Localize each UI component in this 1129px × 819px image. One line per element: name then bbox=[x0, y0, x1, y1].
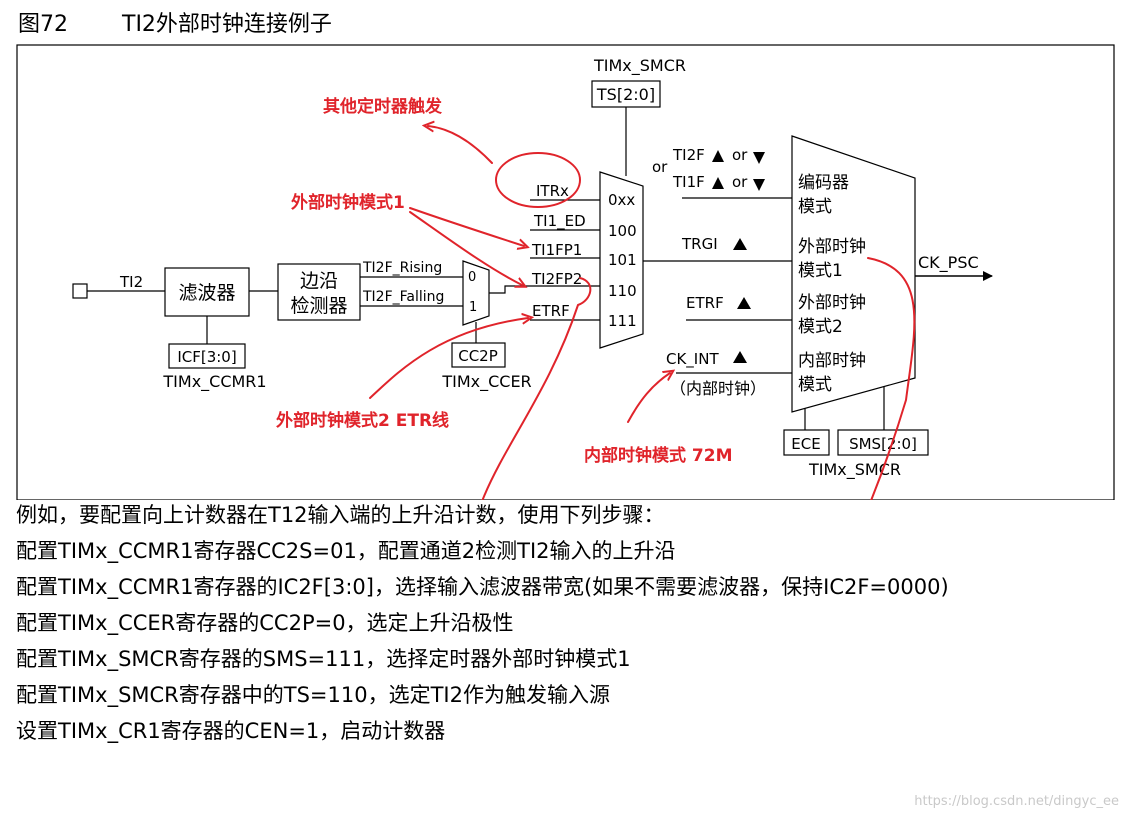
icf-field: ICF[3:0] bbox=[177, 348, 236, 366]
mode1-arrow-ti1fp1 bbox=[409, 207, 524, 246]
ti1f-falling-icon bbox=[753, 179, 765, 191]
trigger-code-110: 110 bbox=[608, 282, 637, 300]
trigger-code-100: 100 bbox=[608, 222, 637, 240]
body-line-7: 设置TIMx_CR1寄存器的CEN=1，启动计数器 bbox=[16, 719, 446, 743]
ccmr1-label: TIMx_CCMR1 bbox=[162, 372, 266, 392]
figure-caption: TI2外部时钟连接例子 bbox=[122, 12, 332, 37]
ti2f-label: TI2F bbox=[672, 146, 705, 164]
mode-select-block bbox=[791, 135, 916, 413]
mode-encoder-line1: 编码器 bbox=[798, 173, 849, 193]
mux-output-wire bbox=[489, 285, 600, 294]
smcr-bottom-label: TIMx_SMCR bbox=[808, 460, 901, 480]
ti2fp2-to-text-line bbox=[481, 277, 592, 500]
body-line-6: 配置TIMx_SMCR寄存器中的TS=110，选定TI2作为触发输入源 bbox=[16, 683, 610, 707]
internal-clock-label: （内部时钟） bbox=[670, 379, 766, 398]
trigger-select-mux bbox=[599, 171, 644, 349]
ece-field: ECE bbox=[791, 435, 820, 453]
polarity-mux bbox=[462, 260, 490, 326]
mode1-to-text-line bbox=[867, 257, 916, 500]
rising-label: TI2F_Rising bbox=[362, 260, 442, 276]
other-trigger-arrow bbox=[428, 126, 493, 164]
mode-ext1-line1: 外部时钟 bbox=[798, 237, 866, 257]
ti1f-or: or bbox=[732, 173, 748, 191]
figure-number: 图72 bbox=[18, 12, 68, 37]
sms-field: SMS[2:0] bbox=[849, 435, 917, 453]
edge-detector-line1: 边沿 bbox=[300, 270, 338, 292]
ck-psc-label: CK_PSC bbox=[918, 253, 979, 273]
ts-field: TS[2:0] bbox=[596, 85, 655, 104]
trgi-label: TRGI bbox=[681, 235, 718, 253]
watermark: https://blog.csdn.net/dingyc_ee bbox=[914, 794, 1119, 809]
mode-encoder-line2: 模式 bbox=[798, 197, 832, 217]
annotation-other-timer-trigger: 其他定时器触发 bbox=[323, 96, 443, 117]
ti1f-rising-icon bbox=[712, 177, 724, 189]
diagram-frame bbox=[16, 44, 1115, 500]
sms-field-box bbox=[837, 429, 929, 456]
or-label: or bbox=[652, 158, 668, 176]
mode1-arrow-ti2fp2 bbox=[409, 211, 522, 285]
trigger-code-0xx: 0xx bbox=[608, 191, 635, 209]
ck-int-label: CK_INT bbox=[666, 350, 719, 369]
mux-in0: 0 bbox=[468, 270, 476, 285]
ccer-label: TIMx_CCER bbox=[441, 372, 531, 392]
trigger-input-etrf: ETRF bbox=[532, 302, 570, 320]
trigger-input-itrx: ITRx bbox=[536, 182, 569, 200]
mode-int-line1: 内部时钟 bbox=[798, 351, 866, 371]
annotation-ext-clock-mode2-etr: 外部时钟模式2 ETR线 bbox=[276, 410, 449, 431]
mode-int-line2: 模式 bbox=[798, 375, 832, 395]
mode-ext1-line2: 模式1 bbox=[798, 261, 843, 281]
icf-field-box bbox=[168, 343, 246, 369]
trigger-input-ti1fp1: TI1FP1 bbox=[531, 241, 582, 259]
body-line-5: 配置TIMx_SMCR寄存器的SMS=111，选择定时器外部时钟模式1 bbox=[16, 647, 631, 671]
mode2-arrow-etrf bbox=[369, 318, 528, 399]
ti2f-rising-icon bbox=[712, 150, 724, 162]
figure-title: 图72 TI2外部时钟连接例子 bbox=[18, 6, 332, 38]
body-line-3: 配置TIMx_CCMR1寄存器的IC2F[3:0]，选择输入滤波器带宽(如果不需… bbox=[16, 575, 949, 599]
internal-clock-arrow bbox=[627, 373, 670, 423]
body-text: 例如，要配置向上计数器在T12输入端的上升沿计数，使用下列步骤： 配置TIMx_… bbox=[16, 500, 1126, 752]
body-line-1: 例如，要配置向上计数器在T12输入端的上升沿计数，使用下列步骤： bbox=[16, 503, 665, 527]
edge-detector-line2: 检测器 bbox=[290, 295, 347, 317]
itrx-circle bbox=[495, 152, 581, 208]
etrf-edge-icon bbox=[737, 297, 751, 309]
cc2p-field: CC2P bbox=[458, 347, 498, 365]
filter-label: 滤波器 bbox=[178, 282, 235, 304]
trigger-code-101: 101 bbox=[608, 251, 637, 269]
trigger-input-ti1ed: TI1_ED bbox=[533, 212, 586, 231]
timer-clock-diagram: TIMx_SMCR TS[2:0] TI2 滤波器 ICF[3:0] TIMx_… bbox=[16, 44, 1115, 500]
etrf-label: ETRF bbox=[686, 294, 724, 312]
trigger-code-111: 111 bbox=[608, 312, 637, 330]
falling-label: TI2F_Falling bbox=[362, 289, 444, 305]
body-line-4: 配置TIMx_CCER寄存器的CC2P=0，选定上升沿极性 bbox=[16, 611, 514, 635]
mode-ext2-line1: 外部时钟 bbox=[798, 293, 866, 313]
ece-field-box bbox=[783, 429, 830, 456]
annotation-ext-clock-mode1: 外部时钟模式1 bbox=[291, 192, 405, 213]
cc2p-field-box bbox=[451, 342, 506, 368]
ck-int-edge-icon bbox=[733, 351, 747, 363]
smcr-top-label: TIMx_SMCR bbox=[593, 56, 686, 76]
mux-in1: 1 bbox=[469, 300, 477, 315]
annotation-internal-clock-mode: 内部时钟模式 72M bbox=[584, 445, 733, 466]
trigger-input-ti2fp2: TI2FP2 bbox=[531, 270, 582, 288]
ti2-label: TI2 bbox=[119, 273, 143, 291]
mode-ext2-line2: 模式2 bbox=[798, 317, 843, 337]
ti2f-falling-icon bbox=[753, 152, 765, 164]
red-annotation-strokes bbox=[369, 126, 916, 500]
ti2f-or: or bbox=[732, 146, 748, 164]
ti1f-label: TI1F bbox=[672, 173, 705, 191]
ti2-input-pin bbox=[72, 283, 88, 299]
trgi-edge-icon bbox=[733, 238, 747, 250]
edge-detector-block bbox=[277, 263, 361, 321]
body-line-2: 配置TIMx_CCMR1寄存器CC2S=01，配置通道2检测TI2输入的上升沿 bbox=[16, 539, 676, 563]
